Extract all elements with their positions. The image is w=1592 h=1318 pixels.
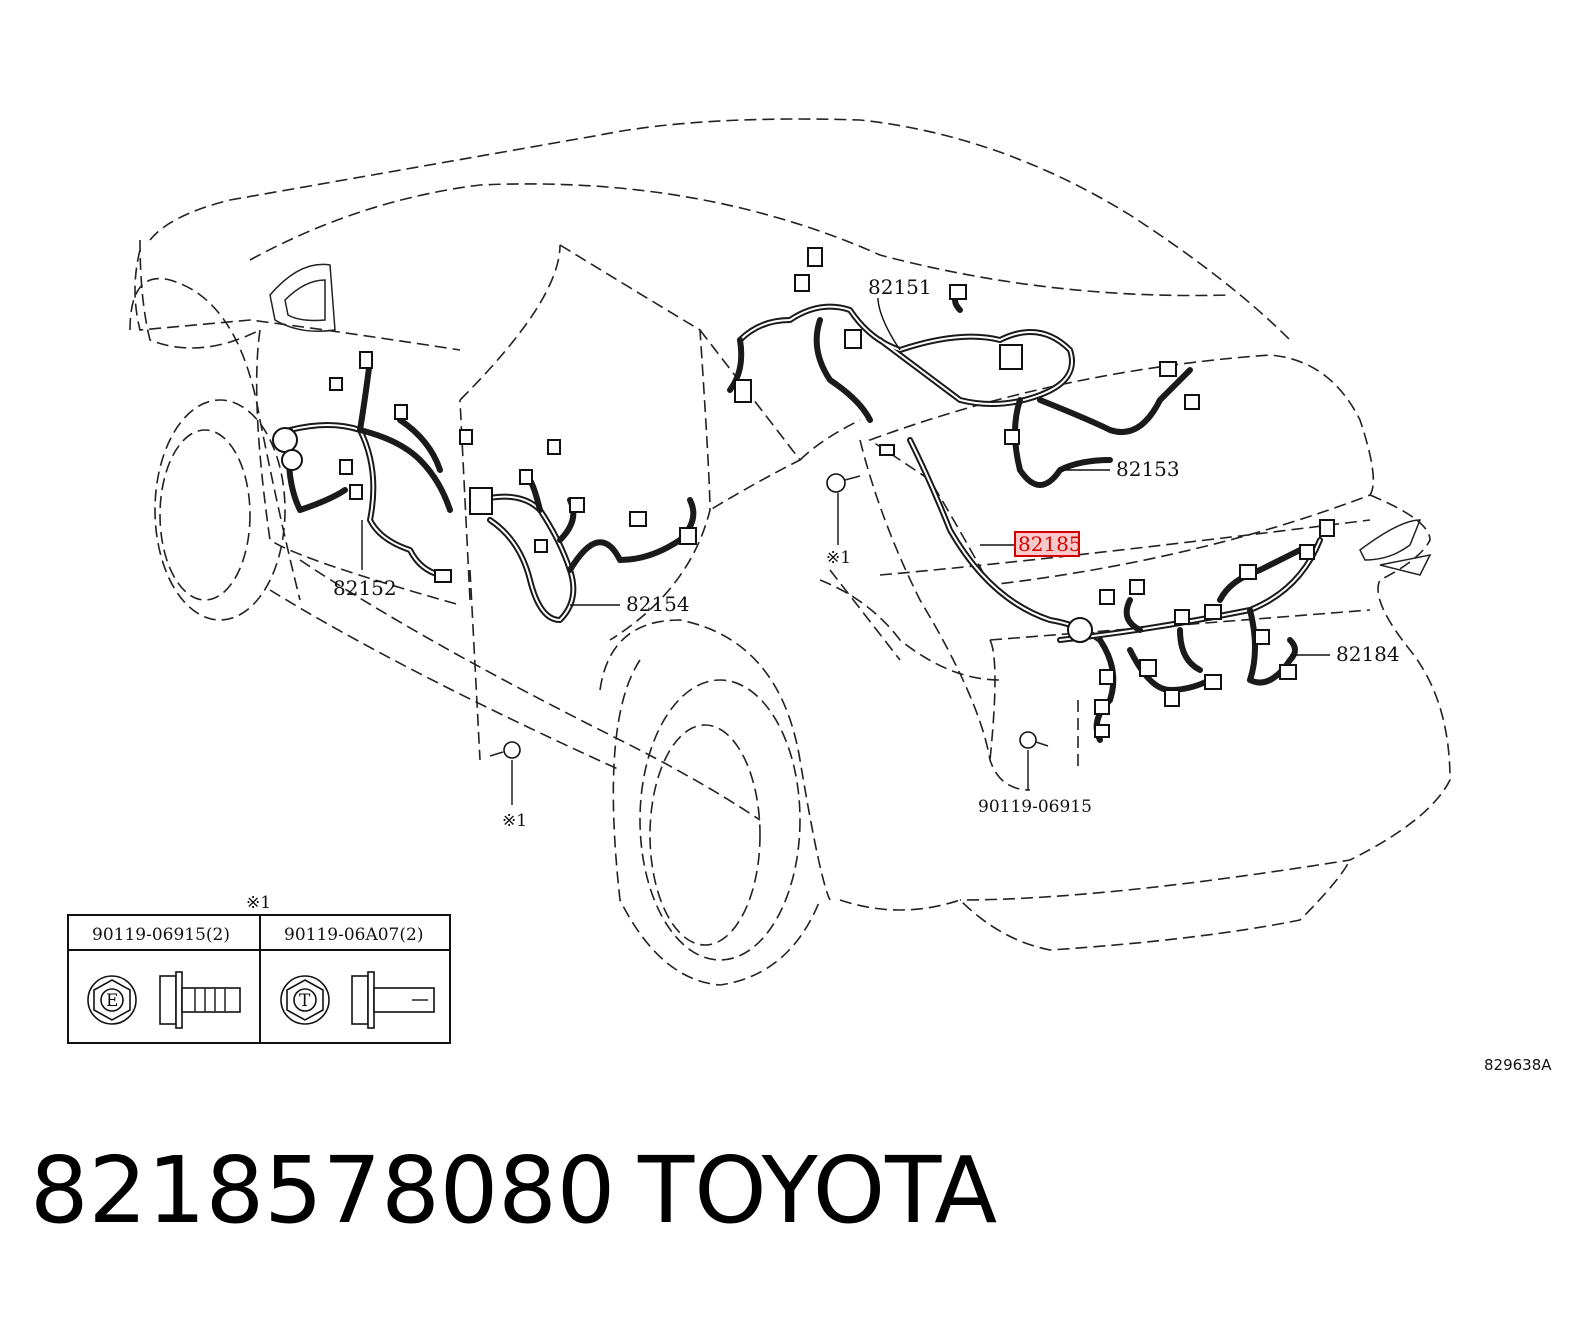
callout-82154: 82154 [626,592,690,616]
note-mark-roof: ※1 [826,548,851,568]
harness-82184 [1057,519,1335,743]
vehicle-outline [129,118,1451,986]
callout-82153: 82153 [1116,457,1180,481]
bolt-roof [826,473,861,545]
bolt-e-icon: E [87,971,241,1029]
reference-code: 829638A [1484,1056,1552,1074]
bolt-t-mark: T [299,991,311,1011]
bolt-t-icon: T [280,971,435,1029]
callout-82185-highlight [1014,531,1080,557]
callout-82184: 82184 [1336,642,1400,666]
fastener-col-2-label: 90119-06A07(2) [284,925,423,945]
harness-82152 [272,351,473,583]
bolt-rear-body [1019,700,1079,790]
fastener-table-title: ※1 [246,893,271,913]
callout-90119-06915: 90119-06915 [978,797,1092,817]
callout-82185[interactable]: 82185 [1018,532,1082,556]
part-number: 8218578080 [30,1137,615,1244]
callout-82151: 82151 [868,275,932,299]
note-mark-sill: ※1 [502,811,527,831]
leader-lines [361,298,1330,656]
bolt-e-mark: E [106,991,118,1011]
callout-82152: 82152 [333,576,397,600]
harness-82154 [469,439,697,623]
fastener-table: ※1 90119-06915(2) 90119-06A07(2) E T [67,893,451,1044]
fastener-col-1-label: 90119-06915(2) [92,925,230,945]
brand-name: TOYOTA [637,1137,997,1244]
bolt-sill [469,569,521,805]
harness-82151 [727,247,1200,488]
